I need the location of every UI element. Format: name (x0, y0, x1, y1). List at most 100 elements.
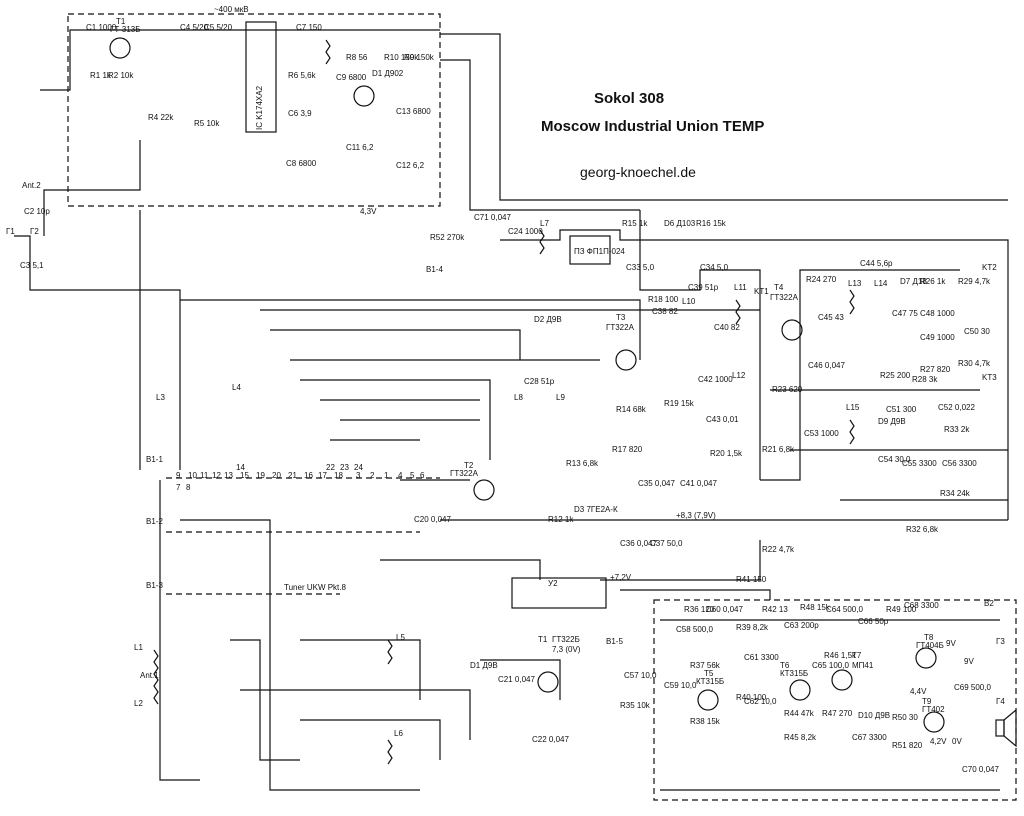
transistor-type: ГТ322Б (552, 635, 580, 644)
capacitor-label: C38 82 (652, 307, 678, 316)
bus-pin-label: 21 (288, 471, 297, 480)
bus-pin-label: 1 (384, 471, 389, 480)
capacitor-label: C39 51p (688, 283, 719, 292)
capacitor-label: C2 10p (24, 207, 50, 216)
resistor-label: R26 1k (920, 277, 946, 286)
website-label: georg-knoechel.de (580, 164, 696, 180)
transistor-t4 (781, 319, 803, 341)
resistor-label: R34 24k (940, 489, 971, 498)
diode-label: D10 Д9В (858, 711, 890, 720)
capacitor-label: C1 1000 (86, 23, 117, 32)
capacitor-label: C53 1000 (804, 429, 839, 438)
inductor-label: L3 (156, 393, 165, 402)
supply-9v-label: 9V (964, 657, 974, 666)
capacitor-label: C4 5/20 (180, 23, 209, 32)
capacitor-label: C66 50p (858, 617, 889, 626)
resistor-label: R49 100 (886, 605, 917, 614)
coil-l5 (387, 639, 393, 665)
bus-pin-label: 9 (176, 471, 181, 480)
resistor-label: R14 68k (616, 405, 647, 414)
inductor-label: L11 (734, 283, 747, 292)
schematic-title: Sokol 308 (594, 90, 665, 107)
capacitor-label: C49 1000 (920, 333, 955, 342)
bus-pin-label: 10 (188, 471, 197, 480)
bus-pin-label: 23 (340, 463, 349, 472)
capacitor-label: C7 150 (296, 23, 322, 32)
capacitor-label: C12 6,2 (396, 161, 425, 170)
transistor-type: КТ315Б (696, 677, 724, 686)
capacitor-label: C6 3,9 (288, 109, 312, 118)
capacitor-label: C71 0,047 (474, 213, 511, 222)
capacitor-label: C33 5,0 (626, 263, 655, 272)
switch-label: B1-1 (146, 455, 163, 464)
connector-label: Г3 (996, 637, 1005, 646)
connector-label: KT2 (982, 263, 997, 272)
transistor-type: ГТ322А (606, 323, 635, 332)
resistor-label: R13 6,8k (566, 459, 599, 468)
resistor-label: R46 1,5k (824, 651, 857, 660)
inductor-label: L12 (732, 371, 746, 380)
connector-label: KT1 (754, 287, 769, 296)
resistor-label: R41 150 (736, 575, 767, 584)
transistor-t5 (697, 689, 719, 711)
resistor-label: R10 150k (384, 53, 419, 62)
resistor-label: R44 47k (784, 709, 815, 718)
resistor-label: R19 15k (664, 399, 695, 408)
transistor-label: T8 (924, 633, 934, 642)
inductor-label: L13 (848, 279, 862, 288)
capacitor-label: C5 5/20 (204, 23, 233, 32)
capacitor-label: C28 51p (524, 377, 555, 386)
voltage-label: 4,2V (930, 737, 947, 746)
capacitor-label: C51 300 (886, 405, 917, 414)
inductor-label: L9 (556, 393, 565, 402)
resistor-label: R42 13 (762, 605, 788, 614)
resistor-label: R37 56k (690, 661, 721, 670)
capacitor-label: C37 50,0 (650, 539, 683, 548)
if-filter-label: ПЗ ФП1П-024 (574, 247, 625, 256)
voltage-label: 0V (952, 737, 962, 746)
capacitor-label: C46 0,047 (808, 361, 845, 370)
capacitor-label: C47 75 (892, 309, 918, 318)
resistor-label: R33 2k (944, 425, 970, 434)
resistor-label: R8 56 (346, 53, 368, 62)
resistor-label: R20 1,5k (710, 449, 743, 458)
resistor-label: R16 15k (696, 219, 727, 228)
transistor-label: T1 (116, 17, 126, 26)
audio-amp-block-outline (653, 599, 1017, 801)
diode-label: D7 Д18 (900, 277, 927, 286)
loudspeaker-symbol (995, 719, 1005, 737)
inductor-label: L2 (134, 699, 143, 708)
resistor-label: R2 10k (108, 71, 134, 80)
resistor-label: R48 15k (800, 603, 831, 612)
resistor-label: R17 820 (612, 445, 643, 454)
capacitor-label: C52 0,022 (938, 403, 975, 412)
inductor-label: L4 (232, 383, 241, 392)
resistor-label: R9 150k (404, 53, 435, 62)
transistor-t9 (923, 711, 945, 733)
transistor-type: КТ315Б (780, 669, 808, 678)
resistor-label: R23 620 (772, 385, 803, 394)
transistor-label: T9 (922, 697, 932, 706)
resistor-label: R25 200 (880, 371, 911, 380)
bus-pin-label: 16 (304, 471, 313, 480)
switch-label: B1-2 (146, 517, 163, 526)
resistor-label: R45 8,2k (784, 733, 817, 742)
capacitor-label: C59 10,0 (664, 681, 697, 690)
fm-tuner-block-outline (67, 13, 441, 207)
connector-label: KT3 (982, 373, 997, 382)
switch-label: B1-5 (606, 637, 623, 646)
resistor-label: R24 270 (806, 275, 837, 284)
capacitor-label: C44 5,6p (860, 259, 893, 268)
resistor-label: R28 3k (912, 375, 938, 384)
resistor-label: R32 6,8k (906, 525, 939, 534)
capacitor-label: C43 0,01 (706, 415, 739, 424)
diode-label: D1 Д9В (470, 661, 498, 670)
coil-l6 (387, 739, 393, 765)
bus-pin-label: 24 (354, 463, 363, 472)
resistor-label: R36 120 (684, 605, 715, 614)
capacitor-label: C3 5,1 (20, 261, 44, 270)
voltage-label: +7,2V (610, 573, 632, 582)
bus-pin-label: 8 (186, 483, 191, 492)
resistor-label: R35 10k (620, 701, 651, 710)
